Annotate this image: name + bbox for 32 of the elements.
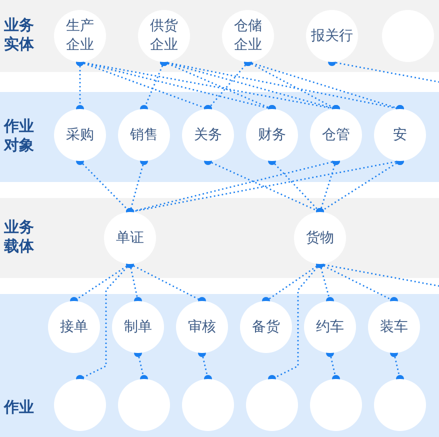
row-band (0, 198, 439, 278)
role-circle: 仓管 (310, 109, 362, 161)
row-label: 作业 (4, 398, 35, 417)
row-label: 作业对象 (4, 117, 35, 155)
row-label: 业务实体 (4, 16, 35, 54)
role-circle: 采购 (54, 109, 106, 161)
empty-circle (182, 379, 234, 431)
empty-circle (310, 379, 362, 431)
role-circle: 备货 (240, 301, 292, 353)
empty-circle (374, 379, 426, 431)
role-circle: 报关行 (306, 10, 358, 62)
role-circle: 制单 (112, 301, 164, 353)
role-circle: 单证 (104, 212, 156, 264)
row-band (0, 294, 439, 437)
row-band (0, 92, 439, 182)
row-label: 业务载体 (4, 218, 35, 256)
role-circle: 接单 (48, 301, 100, 353)
row-band (0, 0, 439, 72)
role-circle: 审核 (176, 301, 228, 353)
role-circle: 供货企业 (138, 10, 190, 62)
role-circle: 安 (374, 109, 426, 161)
empty-circle (54, 379, 106, 431)
role-circle: 约车 (304, 301, 356, 353)
role-circle: 仓储企业 (222, 10, 274, 62)
empty-circle (118, 379, 170, 431)
role-circle: 装车 (368, 301, 420, 353)
role-circle: 生产企业 (54, 10, 106, 62)
role-circle: 财务 (246, 109, 298, 161)
empty-circle (246, 379, 298, 431)
role-circle: 关务 (182, 109, 234, 161)
role-circle: 销售 (118, 109, 170, 161)
role-circle: 货物 (294, 212, 346, 264)
